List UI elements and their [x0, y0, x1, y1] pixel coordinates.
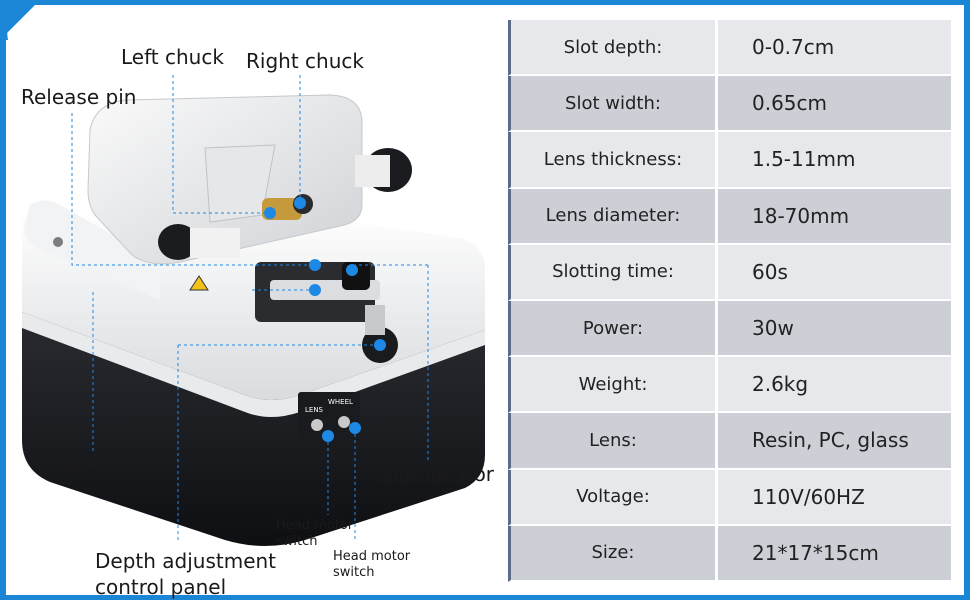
spec-label: Weight: [508, 357, 715, 414]
spec-value: 60s [715, 244, 951, 301]
product-illustration-panel: LENS WHEEL Left [21, 45, 495, 599]
spec-value: 2.6kg [715, 357, 951, 414]
callout-release-pin: Release pin [21, 85, 137, 109]
spec-value: 0.65cm [715, 76, 951, 133]
spec-value: 1.5-11mm [715, 132, 951, 189]
specifications-table: Slot depth: 0-0.7cm Slot width: 0.65cm L… [508, 20, 951, 582]
spec-label: Lens thickness: [508, 132, 715, 189]
spec-value: 18-70mm [715, 188, 951, 245]
panel-label-wheel: WHEEL [328, 398, 353, 406]
lens-groover-machine-image: LENS WHEEL [22, 75, 485, 546]
callout-head-motor-switch-2: Head motor switch [333, 549, 411, 581]
spec-label: Lens: [508, 413, 715, 470]
callout-left-chuck: Left chuck [121, 45, 224, 69]
spec-label: Slotting time: [508, 244, 715, 301]
callout-depth-adjustment: Depth adjustment control panel [95, 549, 277, 599]
spec-label: Size: [508, 525, 715, 582]
spec-value: 0-0.7cm [715, 20, 951, 77]
spec-label: Slot depth: [508, 20, 715, 77]
spec-value: 110V/60HZ [715, 469, 951, 526]
panel-label-lens: LENS [305, 406, 324, 414]
spec-value: 21*17*15cm [715, 525, 951, 582]
spec-label: Lens diameter: [508, 188, 715, 245]
spec-value: 30w [715, 300, 951, 358]
callout-guide-rod: Guide rod [35, 452, 133, 476]
callout-slot-locator: Slot locator [380, 462, 495, 486]
spec-value: Resin, PC, glass [715, 413, 951, 470]
callout-head-motor-switch-1: Head motor switch [276, 518, 354, 550]
spec-label: Voltage: [508, 469, 715, 526]
callout-right-chuck: Right chuck [246, 49, 364, 73]
spec-label: Slot width: [508, 76, 715, 133]
spec-label: Power: [508, 300, 715, 358]
